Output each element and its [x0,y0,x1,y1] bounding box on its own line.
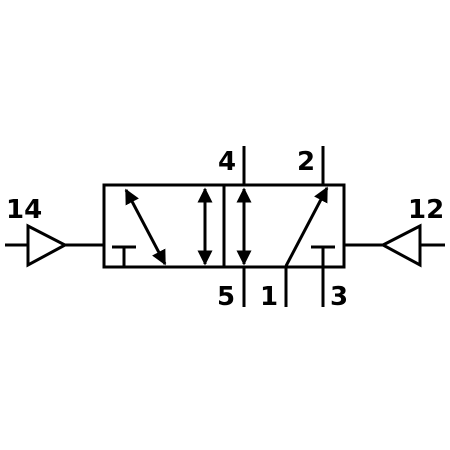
port-4-label: 4 [218,147,236,177]
left-position [112,187,213,267]
port-1-2-arrow-icon [284,186,329,267]
right-position [236,186,335,267]
port-5-label: 5 [217,282,235,312]
pilot-right-triangle-icon [379,223,422,268]
port-1-label: 1 [260,282,278,312]
pilot-right-group: 12 [344,195,445,268]
pilot-left-triangle-icon [26,223,69,268]
port-3-label: 3 [330,282,348,312]
cross-flow-arrow-icon [124,188,167,266]
port-2-label: 2 [297,147,315,177]
pilot-left-label: 14 [6,195,42,225]
pilot-right-label: 12 [408,195,444,225]
pilot-left-group: 14 [5,195,104,268]
